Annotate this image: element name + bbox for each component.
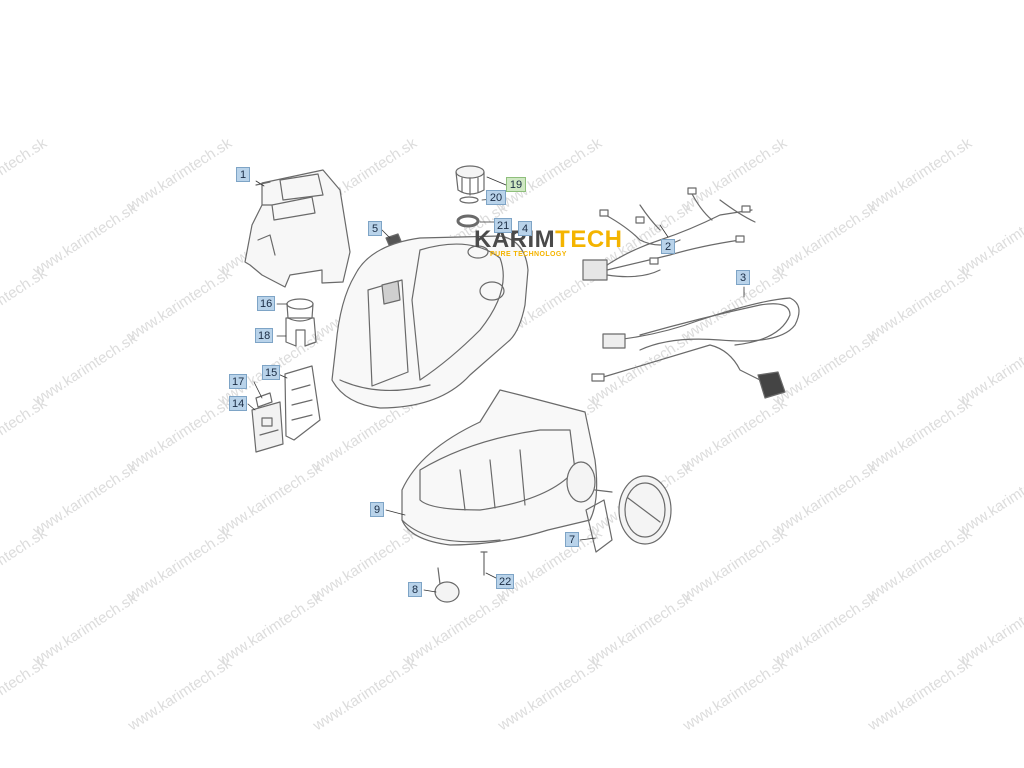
callout-14[interactable]: 14 [229, 396, 247, 411]
callout-1[interactable]: 1 [236, 167, 250, 182]
callout-17[interactable]: 17 [229, 374, 247, 389]
part-9-base [401, 389, 598, 546]
callout-15[interactable]: 15 [262, 365, 280, 380]
callout-5[interactable]: 5 [368, 221, 382, 236]
callout-16[interactable]: 16 [257, 296, 275, 311]
part-19-cap [455, 165, 485, 196]
logo-name-a: KARIM [474, 226, 556, 253]
callout-20[interactable]: 20 [486, 190, 506, 205]
callout-19[interactable]: 19 [506, 177, 526, 192]
callout-9[interactable]: 9 [370, 502, 384, 517]
karimtech-logo: KARIMTECH PURE TECHNOLOGY [474, 226, 623, 258]
callout-22[interactable]: 22 [496, 574, 514, 589]
callout-2[interactable]: 2 [661, 239, 675, 254]
part-18-pump-body [285, 317, 317, 347]
callout-21[interactable]: 21 [494, 218, 512, 233]
part-20-seal [459, 196, 479, 204]
part-17-clip [255, 392, 273, 408]
part-3-power-cord [591, 297, 800, 399]
callout-4[interactable]: 4 [518, 221, 532, 236]
part-22-screw [480, 551, 488, 576]
callout-3[interactable]: 3 [736, 270, 750, 285]
housing-top [331, 235, 529, 409]
callout-18[interactable]: 18 [255, 328, 273, 343]
callout-7[interactable]: 7 [565, 532, 579, 547]
part-8-caster [434, 567, 460, 603]
logo-name-b: TECH [555, 226, 623, 253]
part-7-wheel [566, 461, 672, 553]
part-15-bracket [284, 365, 321, 441]
logo-tagline: PURE TECHNOLOGY [490, 251, 567, 258]
part-21-ring [456, 214, 480, 228]
callout-8[interactable]: 8 [408, 582, 422, 597]
logo-wordmark: KARIMTECH [474, 226, 623, 254]
part-14-pcb [251, 401, 284, 453]
part-2-harness [582, 187, 756, 281]
part-1-cover [244, 169, 351, 288]
